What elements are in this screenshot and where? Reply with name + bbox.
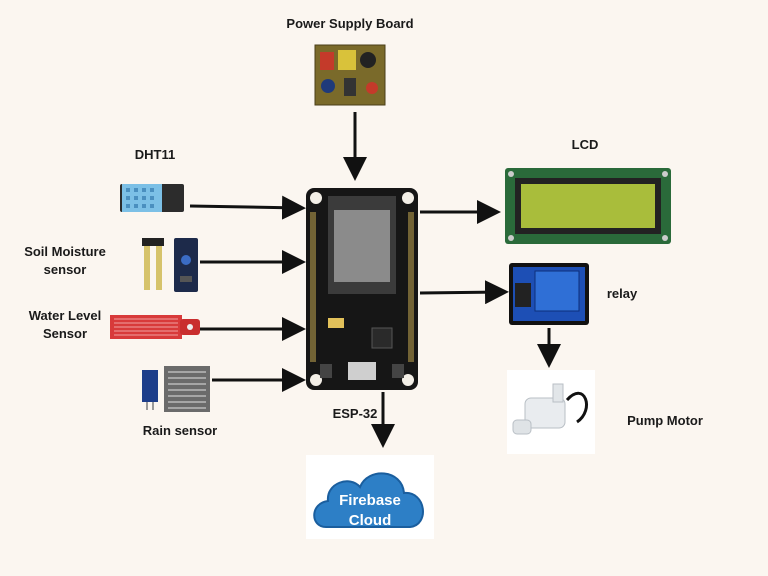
- firebase-cloud-label: Firebase Cloud: [306, 491, 434, 531]
- lcd-display: [505, 168, 671, 244]
- lcd-label: LCD: [571, 137, 599, 152]
- firebase-label-line2: Cloud: [348, 512, 392, 529]
- arrow-esp32-to-relay: [419, 280, 509, 305]
- pump-motor-label: Pump Motor: [627, 413, 703, 428]
- water-level-label-line1: Water Level: [28, 308, 102, 323]
- water-level-label-line2: Sensor: [42, 326, 88, 341]
- dht11-label: DHT11: [134, 147, 176, 162]
- rain-sensor: [140, 366, 212, 414]
- dht11-sensor: [120, 182, 184, 214]
- water-level-sensor: [110, 313, 200, 341]
- power-supply-board: [314, 44, 386, 106]
- soil-moisture-label: Soil Moisture sensor: [10, 243, 120, 279]
- soil-moisture-label-line1: Soil Moisture: [24, 244, 106, 259]
- water-level-label: Water Level Sensor: [10, 307, 120, 343]
- pump-motor: [507, 370, 595, 454]
- firebase-label-line1: Firebase: [339, 492, 401, 509]
- relay-label: relay: [606, 286, 638, 301]
- power-supply-label: Power Supply Board: [286, 16, 414, 31]
- esp32-board: [306, 188, 418, 390]
- esp32-label: ESP-32: [332, 406, 378, 421]
- soil-moisture-sensor: [140, 236, 200, 294]
- arrow-dht11-to-esp32: [189, 195, 306, 220]
- firebase-cloud: Firebase Cloud: [306, 455, 434, 539]
- rain-sensor-label: Rain sensor: [142, 423, 218, 438]
- soil-moisture-label-line2: sensor: [43, 262, 87, 277]
- relay-module: [509, 263, 589, 325]
